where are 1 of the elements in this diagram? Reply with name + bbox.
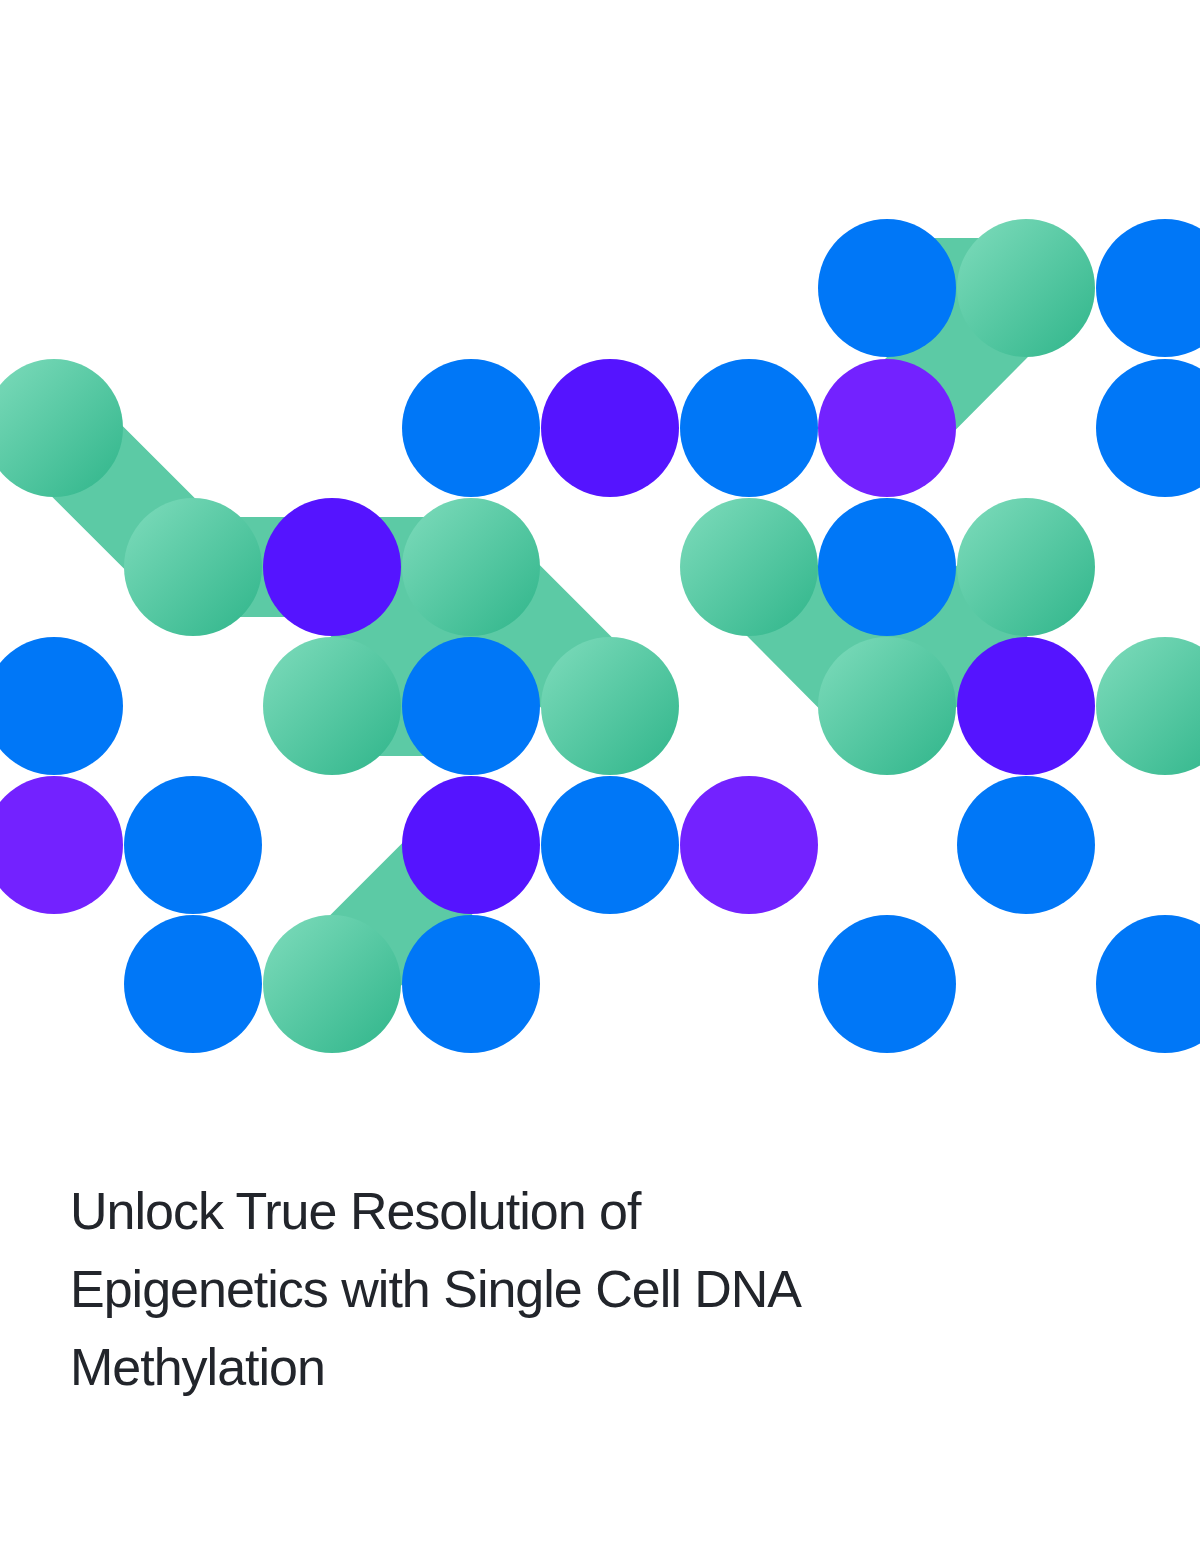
title: Unlock True Resolution of Epigenetics with Single Cell DNA Methylation: [70, 1181, 800, 1398]
